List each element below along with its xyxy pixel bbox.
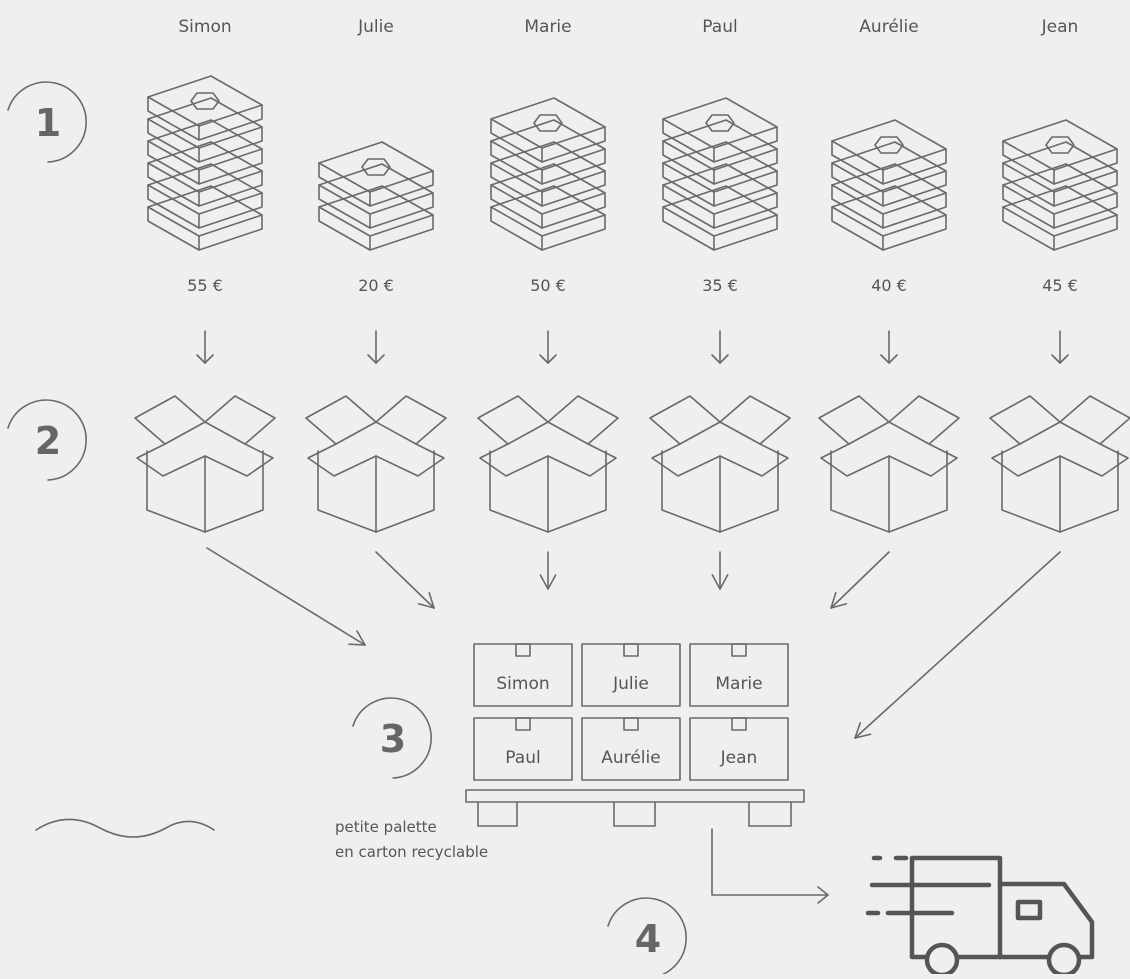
down-arrow-icon xyxy=(196,330,214,364)
tray-icon xyxy=(147,75,263,141)
open-carton-icon xyxy=(818,395,960,533)
person-column: Paul 35 € xyxy=(649,17,791,533)
step-number: 2 xyxy=(35,419,61,463)
step-marker: 1 xyxy=(7,81,87,163)
lid-emblem-icon xyxy=(874,136,904,154)
person-name: Jean xyxy=(1041,17,1079,37)
person-name: Marie xyxy=(524,17,571,37)
step-arc xyxy=(352,697,432,779)
pallet-foot xyxy=(613,800,656,827)
tray-stack-icon xyxy=(831,119,947,251)
step-arc xyxy=(7,399,87,481)
person-column: Aurélie 40 € xyxy=(818,17,960,533)
down-arrow-icon xyxy=(1051,330,1069,364)
pallet-deck xyxy=(465,789,805,803)
price-label: 20 € xyxy=(358,276,394,295)
flow-arrow xyxy=(206,547,366,646)
step-marker: 3 xyxy=(352,697,432,779)
pallet-box: Marie xyxy=(689,643,789,707)
pallet-box: Paul xyxy=(473,717,573,781)
tray-icon xyxy=(831,119,947,185)
flow-arrow xyxy=(375,551,435,609)
tray-icon xyxy=(490,97,606,163)
tray-icon xyxy=(662,97,778,163)
person-name: Paul xyxy=(702,17,737,37)
pallet-slot-label: Jean xyxy=(720,748,758,768)
open-carton-icon xyxy=(477,395,619,533)
open-carton-icon xyxy=(134,395,276,533)
pallet-box: Julie xyxy=(581,643,681,707)
flow-arrow xyxy=(830,551,890,609)
open-carton-icon xyxy=(649,395,791,533)
pallet-note-line2: en carton recyclable xyxy=(335,843,488,861)
lid-emblem-icon xyxy=(705,114,735,132)
step-marker: 2 xyxy=(7,399,87,481)
pallet-slot-label: Simon xyxy=(496,674,549,694)
tray-stack-icon xyxy=(662,97,778,251)
pallet-box: Jean xyxy=(689,717,789,781)
down-arrow-icon xyxy=(711,330,729,364)
pallet-slot-label: Aurélie xyxy=(601,748,660,768)
pallet-note-line1: petite palette xyxy=(335,818,437,836)
pallet-foot xyxy=(748,800,792,827)
person-column: Simon 55 € xyxy=(134,17,276,533)
flow-arrow xyxy=(711,551,729,590)
lid-emblem-icon xyxy=(190,92,220,110)
flow-arrow xyxy=(539,551,557,590)
pallet-slot-label: Julie xyxy=(612,674,649,694)
flow-arrow xyxy=(854,551,1061,739)
shipping-arrow xyxy=(711,828,829,904)
price-label: 50 € xyxy=(530,276,566,295)
down-arrow-icon xyxy=(880,330,898,364)
step-number: 1 xyxy=(35,101,61,145)
tray-icon xyxy=(1002,119,1118,185)
price-label: 45 € xyxy=(1042,276,1078,295)
down-arrow-icon xyxy=(367,330,385,364)
person-column: Jean 45 € xyxy=(989,17,1130,533)
person-column: Julie 20 € xyxy=(305,17,447,533)
open-carton-icon xyxy=(989,395,1130,533)
open-carton-icon xyxy=(305,395,447,533)
step-arc xyxy=(607,897,687,979)
step-marker: 4 xyxy=(607,897,687,979)
price-label: 40 € xyxy=(871,276,907,295)
pallet-box: Simon xyxy=(473,643,573,707)
tray-stack-icon xyxy=(490,97,606,251)
wave-decoration-icon xyxy=(35,818,215,838)
pallet-slot-label: Marie xyxy=(715,674,762,694)
price-label: 55 € xyxy=(187,276,223,295)
down-arrow-icon xyxy=(539,330,557,364)
tray-stack-icon xyxy=(147,75,263,251)
flow-arrows xyxy=(206,547,1061,739)
step-number: 4 xyxy=(635,917,661,961)
person-column: Marie 50 € xyxy=(477,17,619,533)
person-name: Simon xyxy=(178,17,231,37)
lid-emblem-icon xyxy=(533,114,563,132)
pallet-foot xyxy=(477,800,518,827)
step-arc xyxy=(7,81,87,163)
person-name: Julie xyxy=(357,17,394,37)
person-name: Aurélie xyxy=(859,17,918,37)
step-number: 3 xyxy=(380,717,406,761)
tray-stack-icon xyxy=(1002,119,1118,251)
pallet-box: Aurélie xyxy=(581,717,681,781)
pallet-slot-label: Paul xyxy=(505,748,540,768)
tray-icon xyxy=(318,141,434,207)
lid-emblem-icon xyxy=(1045,136,1075,154)
tray-stack-icon xyxy=(318,141,434,251)
delivery-truck-icon xyxy=(865,855,1095,978)
lid-emblem-icon xyxy=(361,158,391,176)
price-label: 35 € xyxy=(702,276,738,295)
